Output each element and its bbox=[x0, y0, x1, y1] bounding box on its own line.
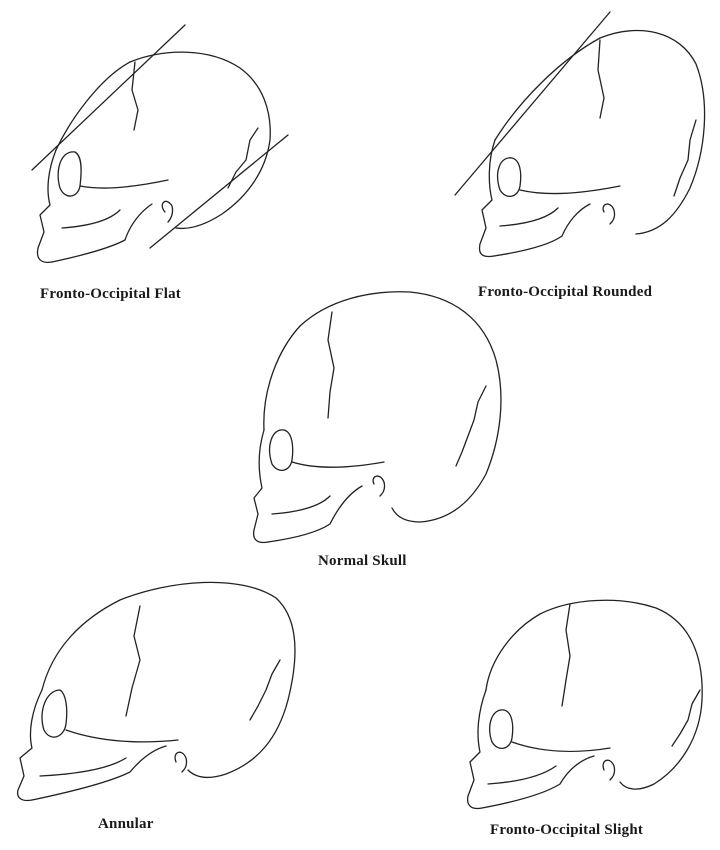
mandible bbox=[482, 756, 594, 808]
mandible bbox=[494, 204, 590, 256]
frontal-guide-line bbox=[455, 12, 610, 195]
skull-fronto-occipital-flat bbox=[32, 25, 288, 262]
jaw-line bbox=[272, 496, 330, 514]
face-profile bbox=[18, 690, 42, 801]
skull-fronto-occipital-slight bbox=[468, 600, 703, 808]
face-profile bbox=[254, 430, 268, 543]
zygomatic-arch bbox=[520, 186, 620, 193]
mastoid-process bbox=[175, 752, 186, 772]
lambdoid-suture bbox=[672, 690, 700, 746]
mandible bbox=[268, 486, 362, 542]
lambdoid-suture bbox=[250, 660, 280, 720]
zygomatic-arch bbox=[292, 462, 384, 467]
zygomatic-arch bbox=[512, 742, 610, 751]
zygomatic-arch bbox=[66, 730, 178, 742]
cranium-outline bbox=[495, 30, 705, 234]
jaw-line bbox=[488, 766, 556, 784]
lambdoid-suture bbox=[456, 386, 486, 466]
mastoid-process bbox=[603, 760, 614, 780]
mandible bbox=[32, 746, 166, 800]
cranium-outline bbox=[486, 600, 702, 789]
caption-normal-skull: Normal Skull bbox=[318, 553, 407, 570]
frontal-guide-line bbox=[32, 25, 185, 170]
orbit bbox=[270, 430, 293, 471]
caption-annular: Annular bbox=[98, 816, 154, 833]
suture bbox=[562, 604, 570, 706]
lambdoid-suture bbox=[674, 120, 696, 196]
face-profile bbox=[468, 690, 486, 809]
orbit bbox=[42, 690, 67, 737]
skull-annular bbox=[18, 582, 295, 800]
cranium-outline bbox=[264, 292, 501, 522]
mastoid-process bbox=[162, 201, 172, 222]
zygomatic-arch bbox=[80, 180, 168, 188]
orbit bbox=[498, 158, 521, 197]
cranium-outline bbox=[42, 582, 295, 777]
caption-fronto-occipital-slight: Fronto-Occipital Slight bbox=[490, 822, 643, 839]
caption-fronto-occipital-flat: Fronto-Occipital Flat bbox=[40, 286, 181, 303]
jaw-line bbox=[62, 210, 120, 228]
orbit bbox=[58, 152, 81, 196]
face-profile bbox=[38, 150, 56, 262]
caption-fronto-occipital-rounded: Fronto-Occipital Rounded bbox=[478, 284, 652, 301]
lambdoid-suture bbox=[228, 128, 258, 188]
mandible bbox=[52, 204, 152, 262]
skull-normal bbox=[254, 292, 501, 543]
jaw-line bbox=[500, 208, 558, 226]
suture bbox=[126, 606, 140, 716]
mastoid-process bbox=[373, 476, 384, 496]
mastoid-process bbox=[603, 204, 614, 224]
skull-fronto-occipital-rounded bbox=[455, 12, 705, 257]
suture bbox=[598, 40, 604, 118]
orbit bbox=[490, 710, 513, 749]
jaw-line bbox=[40, 758, 126, 776]
suture bbox=[328, 312, 334, 418]
